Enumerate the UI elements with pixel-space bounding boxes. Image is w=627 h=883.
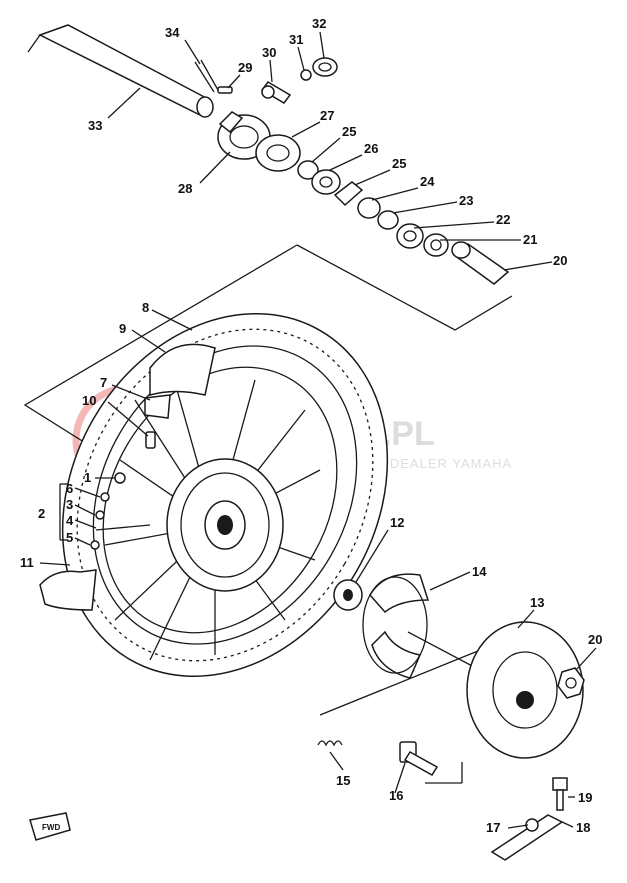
part-label-33: 32: [312, 16, 326, 31]
part-label-2: 2: [38, 506, 45, 521]
camshaft-16: [399, 741, 439, 777]
part-6: [100, 492, 110, 502]
part-label-29: 28: [178, 181, 192, 196]
part-label-15: 15: [336, 773, 350, 788]
fwd-label: FWD: [42, 823, 60, 832]
part-label-11: 11: [20, 555, 34, 570]
part-label-34: 33: [88, 118, 102, 133]
part-4: [95, 524, 151, 531]
bearing-12: [333, 579, 363, 611]
ring-24: [377, 210, 399, 230]
part-label-31: 30: [262, 45, 276, 60]
part-label-16: 16: [389, 788, 403, 803]
part-label-7: 7: [100, 375, 107, 390]
gear-27: [311, 169, 341, 195]
hub: [166, 458, 284, 592]
bearing-22: [423, 233, 449, 257]
rim-band-9: [149, 343, 216, 396]
part-label-32: 31: [289, 32, 303, 47]
part-label-4: 4: [66, 513, 74, 528]
oil-seal-28: [255, 134, 301, 172]
assembly-lines: [23, 244, 513, 784]
part-label-8: 8: [142, 300, 149, 315]
part-label-17: 17: [486, 820, 500, 835]
collar-21: [451, 241, 510, 285]
part-label-13: 13: [530, 595, 544, 610]
part-label-3: 3: [66, 497, 73, 512]
ring-25-lower: [357, 197, 381, 219]
part-label-1: 1: [84, 470, 91, 485]
brake-plate-13: [466, 621, 584, 759]
cotter-pin-35: [194, 59, 219, 93]
part-label-35: 34: [165, 25, 180, 40]
tube-7: [144, 394, 171, 419]
rim: [102, 366, 338, 634]
part-label-27: 26: [364, 141, 378, 156]
fwd-badge: FWD: [29, 812, 71, 841]
part-labels: 34 29 30 31 32 33 27 25 26 25 24 23 22 2…: [20, 16, 602, 835]
part-label-25-lower: 24: [420, 174, 435, 189]
part-label-5: 5: [66, 530, 73, 545]
bolt-31: [260, 81, 292, 104]
spring-15: [317, 740, 343, 747]
axle-34: [27, 24, 214, 118]
part-1: [114, 472, 126, 484]
part-label-10: 10: [82, 393, 96, 408]
part-label-25-upper: 25: [342, 124, 356, 139]
bolt-19: [552, 777, 568, 811]
part-label-6: 6: [66, 481, 73, 496]
brake-shoes-14: [362, 573, 430, 679]
part-5: [90, 540, 100, 550]
nut-20: [557, 667, 585, 699]
washer-32: [300, 69, 312, 81]
bearing-23: [396, 223, 424, 249]
part-3: [95, 510, 105, 520]
part-label-28: 27: [320, 108, 334, 123]
nut-33: [312, 57, 338, 77]
part-label-22: 21: [523, 232, 537, 247]
ring-25-upper: [297, 160, 319, 180]
part-label-30: 29: [238, 60, 252, 75]
part-label-19: 19: [578, 790, 592, 805]
part-label-26: 25: [392, 156, 406, 171]
leader-lines: [39, 31, 597, 829]
part-label-12: 12: [390, 515, 404, 530]
part-label-23: 22: [496, 212, 510, 227]
part-label-20: 20: [588, 632, 602, 647]
part-label-24: 23: [459, 193, 473, 208]
part-label-9: 9: [119, 321, 126, 336]
part-label-18: 18: [576, 820, 590, 835]
pin-30: [217, 86, 233, 94]
valve-10: [145, 431, 156, 449]
part-label-14: 14: [472, 564, 487, 579]
tire-11: [39, 569, 97, 611]
part-label-21: 20: [553, 253, 567, 268]
clip-26: [333, 181, 364, 207]
